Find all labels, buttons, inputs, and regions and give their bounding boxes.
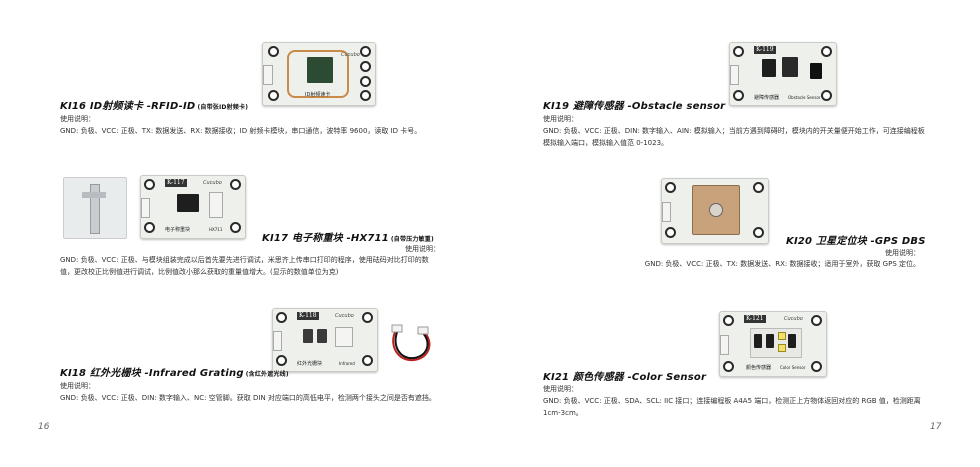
k21-description: GND: 负极、VCC: 正极、SDA、SCL: IIC 接口；连接编程板 A4…	[543, 397, 921, 417]
k17-board-code: HX711	[209, 227, 223, 232]
k19-board-code: Obstacle Sensor	[788, 95, 821, 100]
k19-module-image: K-119 避障传感器 Obstacle Sensor	[729, 42, 837, 106]
k18-board-code: Infrared	[339, 361, 355, 366]
k16-description: GND: 负极、VCC: 正极、TX: 数据发送、RX: 数据接收；ID 射频卡…	[60, 127, 422, 135]
k18-usage-label: 使用说明：	[60, 382, 95, 390]
k20-title: KI20 卫星定位块 -GPS DBS	[786, 236, 926, 247]
k18-brand: Cucubo	[335, 313, 354, 319]
k16-usage-label: 使用说明：	[60, 115, 95, 123]
k21-usage-label: 使用说明：	[543, 385, 578, 393]
k17-brand: Cucubo	[203, 180, 222, 186]
k20-usage-label: 使用说明：	[885, 249, 920, 257]
k17-tag: K-117	[165, 179, 187, 187]
k21-title: KI21 颜色传感器 -Color Sensor	[543, 372, 707, 383]
k16-brand: Cucubo	[341, 52, 360, 58]
k21-module-image: K-121 Cucubo 颜色传感器 Color Sensor	[719, 311, 827, 377]
k17-usage-label: 使用说明：	[405, 245, 440, 253]
k16-board-label: ID射频读卡	[305, 92, 331, 98]
k17-load-cell-image	[63, 177, 127, 239]
k19-title: KI19 避障传感器 -Obstacle sensor	[543, 101, 726, 112]
k16-title: KI16 ID射频读卡 -RFID-ID(自带张ID射频卡)	[60, 101, 249, 112]
k16-module-image: Cucubo ID射频读卡	[262, 42, 376, 106]
k18-cable-image	[388, 320, 434, 366]
k21-board-label: 颜色传感器	[746, 365, 772, 371]
k18-tag: K-118	[297, 312, 319, 320]
k19-tag: K-119	[754, 46, 776, 54]
k20-description: GND: 负极、VCC: 正极、TX: 数据发送、RX: 数据接收；适用于室外，…	[644, 260, 920, 268]
k18-description: GND: 负极、VCC: 正极、DIN: 数字输入、NC: 空管脚。获取 DIN…	[60, 394, 436, 402]
k17-description: GND: 负极、VCC: 正极、与模块组装完成以后首先要先进行调试，米思齐上传串…	[60, 256, 429, 276]
page-number-right: 17	[930, 422, 942, 432]
k18-title: KI18 红外光栅块 -Infrared Grating(含红外遮光线)	[60, 368, 289, 379]
k17-title: KI17 电子称重块 -HX711(自带压力敏重)	[262, 233, 434, 244]
k18-module-image: K-118 Cucubo 红外光栅块 Infrared	[272, 308, 378, 372]
k17-board-label: 电子称重块	[165, 227, 191, 233]
k18-board-label: 红外光栅块	[297, 361, 323, 367]
k21-tag: K-121	[744, 315, 766, 323]
page-number-left: 16	[38, 422, 50, 432]
k21-board-code: Color Sensor	[780, 365, 806, 370]
k19-board-label: 避障传感器	[754, 95, 780, 101]
k19-usage-label: 使用说明：	[543, 115, 578, 123]
k20-module-image	[661, 178, 769, 244]
k17-module-image: K-117 Cucubo 电子称重块 HX711	[140, 175, 246, 239]
k21-brand: Cucubo	[784, 316, 803, 322]
k19-description: GND: 负极、VCC: 正极、DIN: 数字输入、AIN: 模拟输入；当前方遇…	[543, 127, 925, 147]
